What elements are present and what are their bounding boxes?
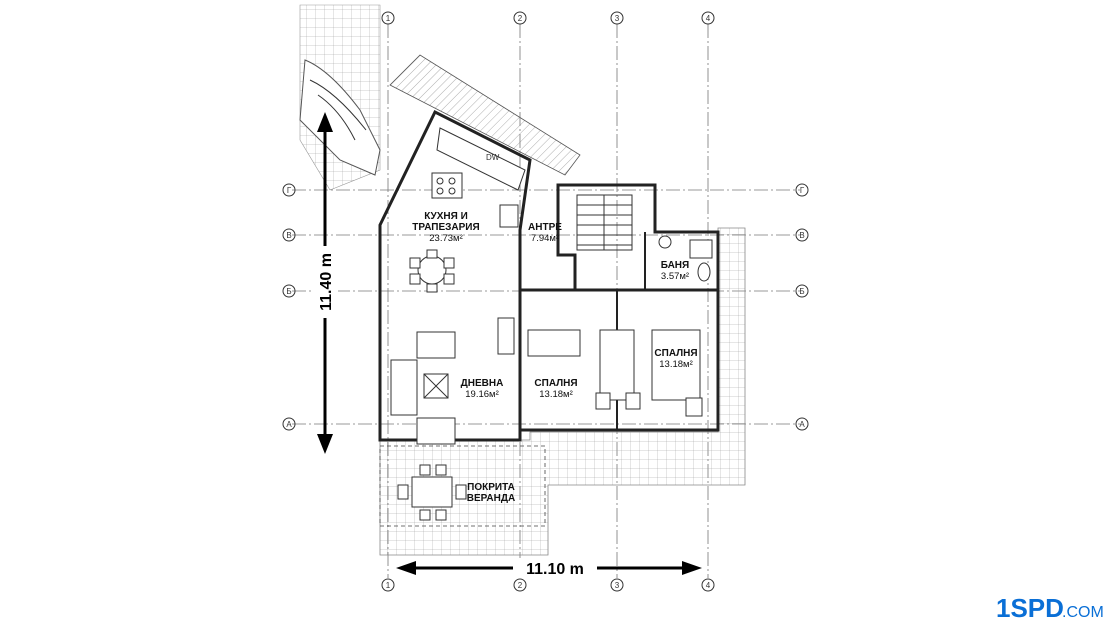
room-name-bedroom-left: СПАЛНЯ	[534, 378, 577, 389]
logo-suffix: .COM	[1062, 604, 1104, 621]
dimension-horizontal: 11.10 m	[396, 558, 702, 578]
terrace-floor	[379, 227, 746, 556]
axis-v-right: В	[799, 231, 804, 240]
axis-1-top: 1	[386, 14, 391, 23]
dishwasher-label: DW	[486, 153, 500, 162]
axis-b-right: Б	[799, 287, 804, 296]
driveway	[299, 4, 381, 191]
dimension-horizontal-label: 11.10 m	[526, 561, 584, 578]
room-area-bath: 3.57м²	[661, 271, 689, 282]
outer-steps	[389, 54, 581, 176]
room-name-bath: БАНЯ	[661, 260, 689, 271]
axis-g-right: Г	[800, 186, 805, 195]
room-name-veranda: ПОКРИТА	[467, 482, 515, 493]
axis-g-left: Г	[287, 186, 292, 195]
room-name-veranda-2: ВЕРАНДА	[467, 493, 515, 504]
bathroom-fixtures	[658, 235, 713, 282]
room-name-living: ДНЕВНА	[461, 378, 504, 389]
room-area-bedroom-right: 13.18м²	[659, 359, 692, 370]
room-area-bedroom-left: 13.18м²	[539, 389, 572, 400]
axis-2-top: 2	[518, 14, 523, 23]
room-name-kitchen-2: ТРАПЕЗАРИЯ	[412, 222, 479, 233]
axis-markers: 1 2 3 4 1 2 3 4 Г В Б А Г В Б А	[282, 11, 809, 592]
dimension-vertical: 11.40 m	[312, 112, 338, 454]
dining-table	[409, 249, 455, 293]
room-name-kitchen: КУХНЯ И	[424, 211, 468, 222]
stairs	[576, 194, 633, 251]
axis-4-top: 4	[706, 14, 711, 23]
logo-mark: 1SPD .COM	[996, 593, 1104, 623]
axis-1-bottom: 1	[386, 581, 391, 590]
axis-3-top: 3	[615, 14, 620, 23]
room-labels: КУХНЯ И ТРАПЕЗАРИЯ 23.73м² АНТРЕ 7.94м² …	[412, 211, 697, 504]
room-name-bedroom-right: СПАЛНЯ	[654, 348, 697, 359]
veranda-outline	[379, 445, 546, 527]
room-area-hall: 7.94м²	[531, 233, 559, 244]
room-name-hall: АНТРЕ	[528, 222, 562, 233]
beds	[527, 329, 703, 417]
axis-v-left: В	[286, 231, 291, 240]
axis-a-right: А	[799, 420, 805, 429]
dimension-vertical-label: 11.40 m	[318, 253, 335, 311]
logo-text: 1SPD	[996, 593, 1064, 623]
site-logo: 1SPD .COM	[994, 590, 1114, 624]
room-area-kitchen: 23.73м²	[429, 233, 462, 244]
axis-b-left: Б	[286, 287, 291, 296]
axis-a-left: А	[286, 420, 292, 429]
axis-3-bottom: 3	[615, 581, 620, 590]
veranda-table	[397, 464, 467, 521]
room-area-living: 19.16м²	[465, 389, 498, 400]
axis-4-bottom: 4	[706, 581, 711, 590]
axis-2-bottom: 2	[518, 581, 523, 590]
kitchen-counter: DW	[431, 127, 526, 228]
living-furniture	[390, 317, 515, 445]
